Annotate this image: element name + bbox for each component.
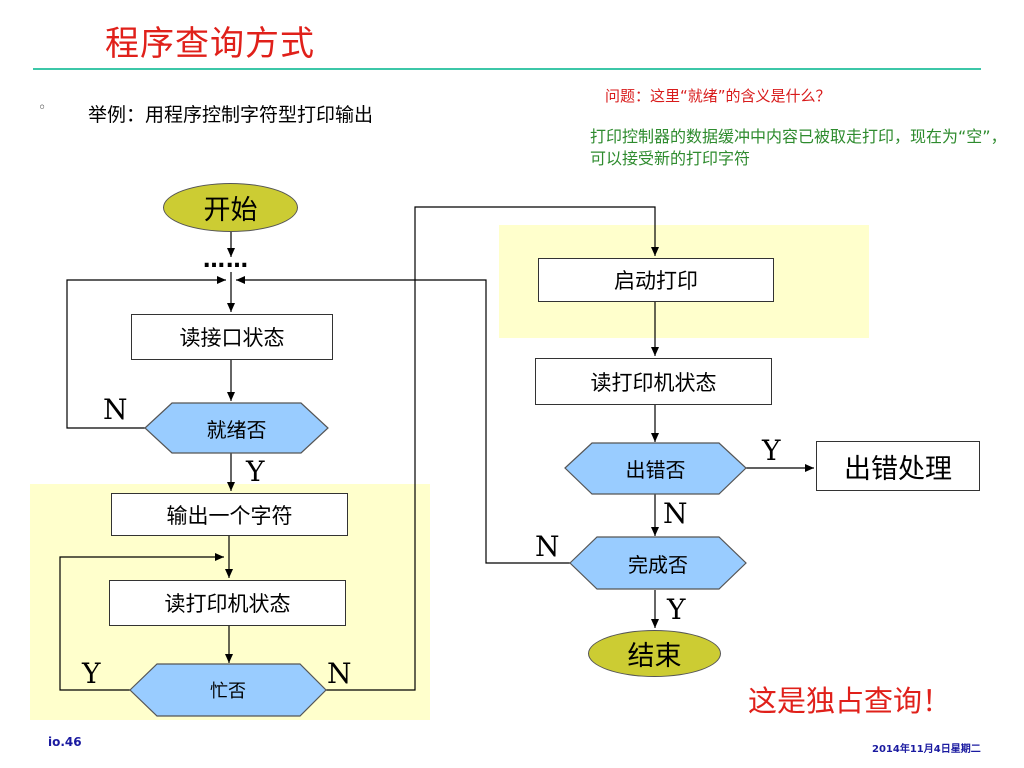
page-title: 程序查询方式: [105, 24, 315, 64]
ready-no-label: N: [103, 393, 128, 426]
read-interface-status-box: 读接口状态: [131, 314, 333, 360]
ready-check-shape: [144, 402, 329, 454]
busy-check-label: 忙否: [210, 681, 246, 702]
title-divider: [33, 68, 981, 70]
ready-yes-label: Y: [246, 455, 265, 488]
bullet-text: 举例：用程序控制字符型打印输出: [88, 104, 374, 126]
question-text: 问题：这里“就绪”的含义是什么？: [605, 87, 831, 105]
output-char-box: 输出一个字符: [111, 493, 348, 536]
slide-date: 2014年11月4日星期二: [872, 744, 981, 755]
start-terminal: 开始: [163, 183, 298, 232]
error-check-shape: [564, 442, 747, 495]
answer-text: 打印控制器的数据缓冲中内容已被取走打印，现在为“空”，可以接受新的打印字符: [590, 127, 1007, 168]
exclusive-polling-note: 这是独占查询！: [748, 684, 952, 718]
done-check-label: 完成否: [628, 552, 688, 577]
bullet-marker: ◦: [38, 100, 47, 116]
busy-yes-label: Y: [82, 657, 101, 690]
end-terminal: 结束: [588, 630, 721, 677]
ellipsis-marker: ……: [203, 248, 249, 273]
ready-check-label: 就绪否: [206, 417, 267, 442]
done-no-label: N: [535, 530, 560, 563]
start-print-box: 启动打印: [538, 258, 774, 302]
busy-no-label: N: [327, 657, 352, 690]
read-printer-status-left-box: 读打印机状态: [109, 580, 346, 626]
error-no-label: N: [663, 497, 688, 530]
error-check-label: 出错否: [625, 458, 686, 482]
error-handling-box: 出错处理: [816, 441, 980, 491]
read-printer-status-right-box: 读打印机状态: [535, 358, 772, 405]
done-check-shape: [569, 536, 747, 590]
done-yes-label: Y: [667, 593, 686, 626]
slide-number: io.46: [48, 735, 82, 749]
busy-check-shape: [129, 663, 327, 717]
error-yes-label: Y: [762, 434, 781, 467]
